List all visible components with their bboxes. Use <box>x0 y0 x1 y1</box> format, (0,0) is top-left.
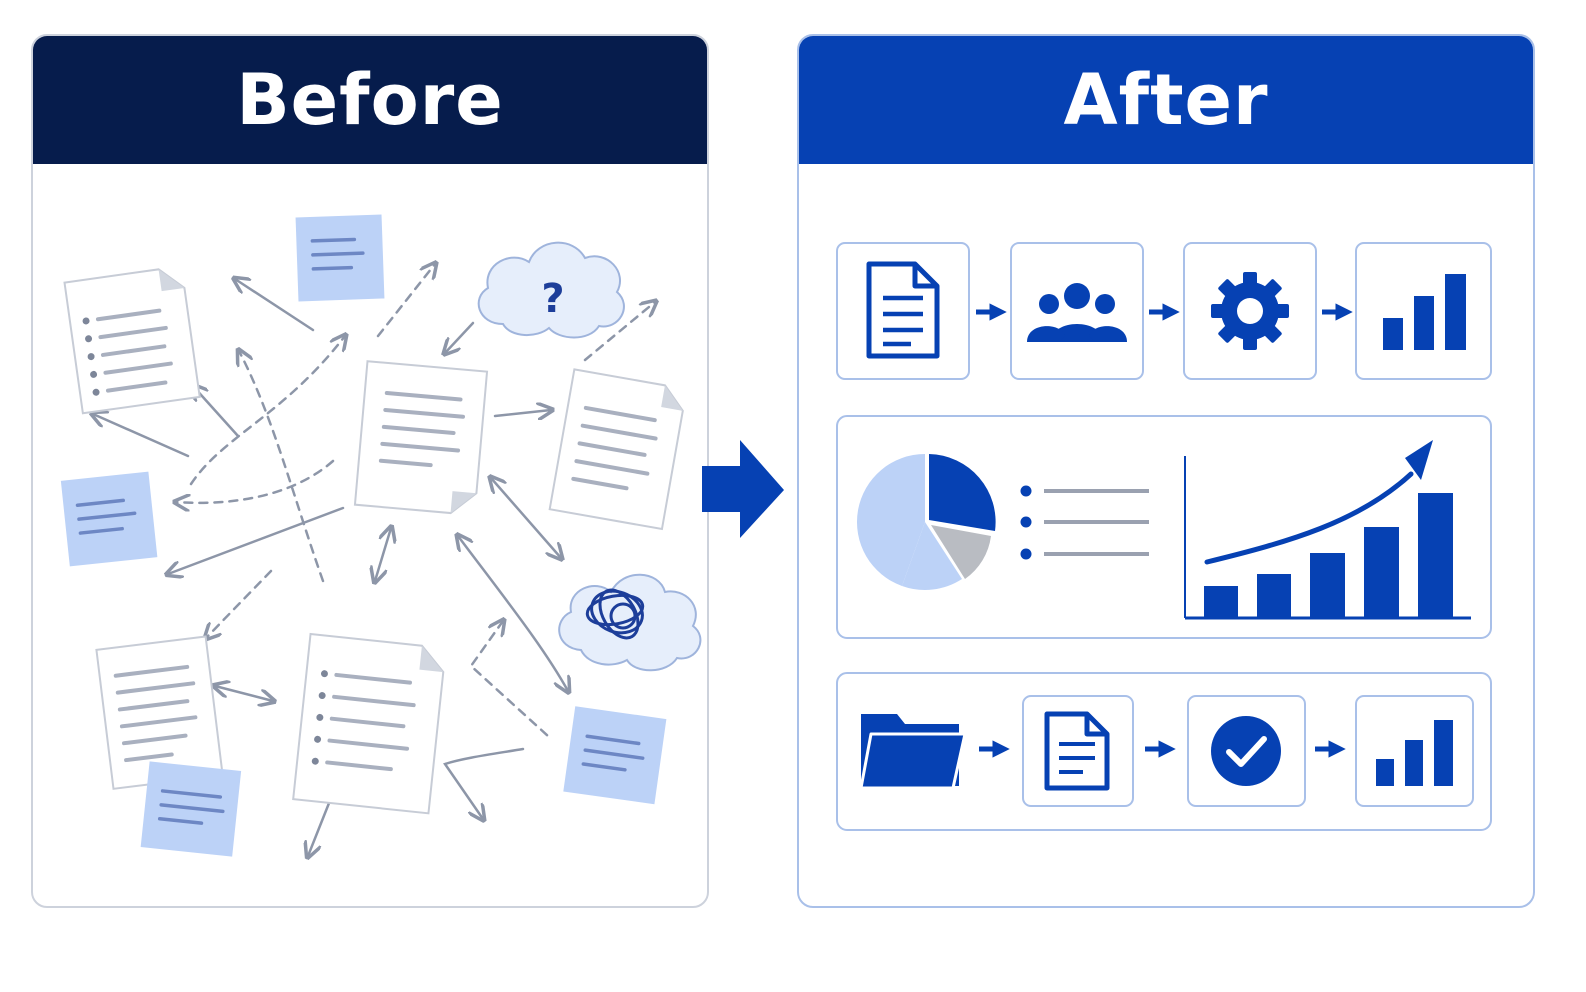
pie-chart-icon <box>856 454 996 590</box>
sticky-note-icon <box>563 706 667 805</box>
legend-list-icon <box>1020 485 1149 560</box>
bar-chart-icon <box>1383 274 1466 350</box>
document-icon <box>292 632 445 815</box>
document-icon <box>866 261 940 359</box>
document-icon <box>63 268 201 415</box>
before-header: Before <box>33 36 707 164</box>
sticky-note-icon <box>140 761 242 857</box>
bar-chart-icon <box>1376 720 1453 786</box>
right-arrow-icon <box>702 440 784 538</box>
gear-icon <box>1211 272 1289 350</box>
chaos-illustration: ? <box>60 214 702 908</box>
question-cloud-icon: ? <box>477 241 625 339</box>
analytics-dashboard-row <box>836 415 1492 639</box>
document-icon <box>1044 711 1110 791</box>
sticky-note-icon <box>60 471 158 567</box>
tangled-cloud-icon <box>558 573 702 672</box>
organized-illustration <box>836 242 1492 831</box>
after-title: After <box>1063 59 1269 141</box>
document-icon <box>95 635 224 790</box>
after-panel: After <box>797 34 1535 908</box>
sticky-note-icon <box>295 214 385 302</box>
svg-text:?: ? <box>541 276 564 322</box>
before-title: Before <box>236 59 504 141</box>
growth-chart-icon <box>1184 440 1471 620</box>
check-circle-icon <box>1211 716 1281 786</box>
folder-icon <box>859 714 967 790</box>
document-icon <box>548 368 684 531</box>
team-icon <box>1027 283 1127 342</box>
file-approval-flow-row <box>836 672 1492 831</box>
before-panel: Before <box>31 34 709 908</box>
scattered-arrow-icon <box>93 264 655 856</box>
process-flow-row <box>836 242 1492 380</box>
after-header: After <box>799 36 1533 164</box>
document-icon <box>353 360 489 515</box>
